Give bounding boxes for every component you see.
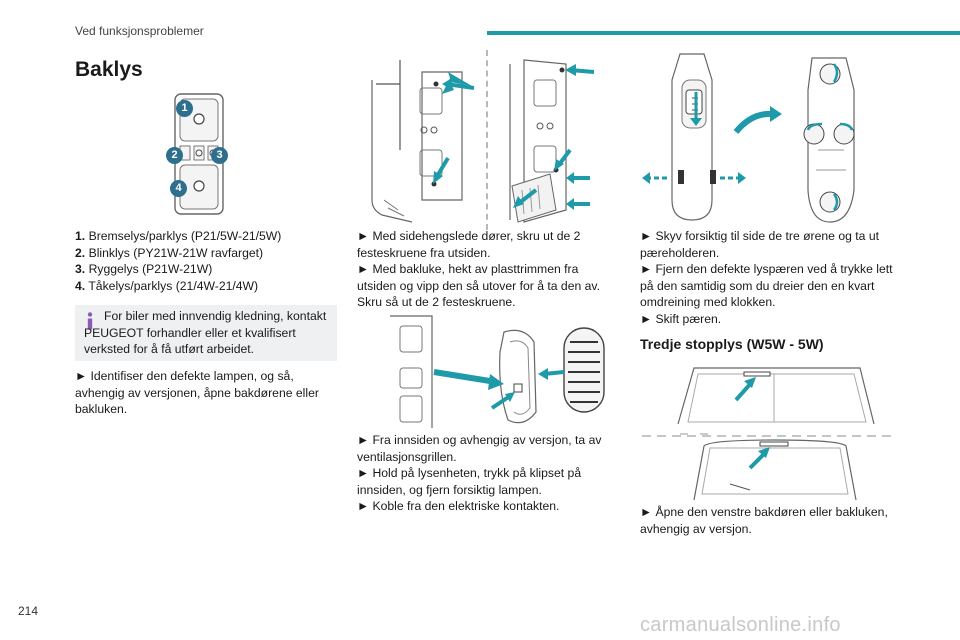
list-item: 4. Tåkelys/parklys (21/4W-21/4W) bbox=[75, 278, 259, 293]
col3-instructions-2: ► Åpne den venstre bakdøren eller bakluk… bbox=[640, 505, 888, 536]
lamp-list: 1. Bremselys/parklys (P21/5W-21/5W) 2. B… bbox=[75, 228, 340, 294]
section-title-third-brake-light: Tredje stopplys (W5W - 5W) bbox=[640, 336, 824, 352]
page-number: 214 bbox=[18, 604, 39, 618]
info-box bbox=[75, 305, 337, 361]
badge-4: 4 bbox=[170, 180, 187, 197]
info-icon bbox=[87, 312, 93, 330]
watermark: carmanualsonline.info bbox=[640, 614, 841, 636]
section-header: Ved funksjonsproblemer bbox=[75, 24, 204, 38]
list-item: 1. Bremselys/parklys (P21/5W-21/5W) bbox=[75, 229, 282, 243]
header-accent-bar bbox=[487, 31, 960, 35]
ventilation-grille-diagram bbox=[390, 315, 605, 428]
badge-1: 1 bbox=[176, 100, 193, 117]
page-title: Baklys bbox=[75, 58, 143, 81]
info-text: For biler med innvendig kledning, kontak… bbox=[84, 309, 327, 356]
col2-instructions-2: ► Fra innsiden og avhengig av versjon, t… bbox=[357, 433, 602, 513]
bulb-holder-diagram bbox=[642, 53, 855, 223]
rear-door-screw-diagram bbox=[371, 60, 475, 223]
column-divider bbox=[486, 50, 488, 230]
badge-3: 3 bbox=[211, 147, 228, 164]
third-brake-light-diagram bbox=[642, 367, 892, 501]
col3-instructions-1: ► Skyv forsiktig til side de tre ørene o… bbox=[640, 229, 893, 326]
tailgate-trim-diagram bbox=[509, 59, 595, 223]
step-identify: ► Identifiser den defekte lampen, og så,… bbox=[75, 369, 319, 416]
badge-2: 2 bbox=[166, 147, 183, 164]
list-item: 2. Blinklys (PY21W-21W ravfarget) bbox=[75, 245, 264, 260]
col2-instructions-1: ► Med sidehengslede dører, skru ut de 2 … bbox=[357, 229, 601, 309]
list-item: 3. Ryggelys (P21W-21W) bbox=[75, 262, 213, 276]
